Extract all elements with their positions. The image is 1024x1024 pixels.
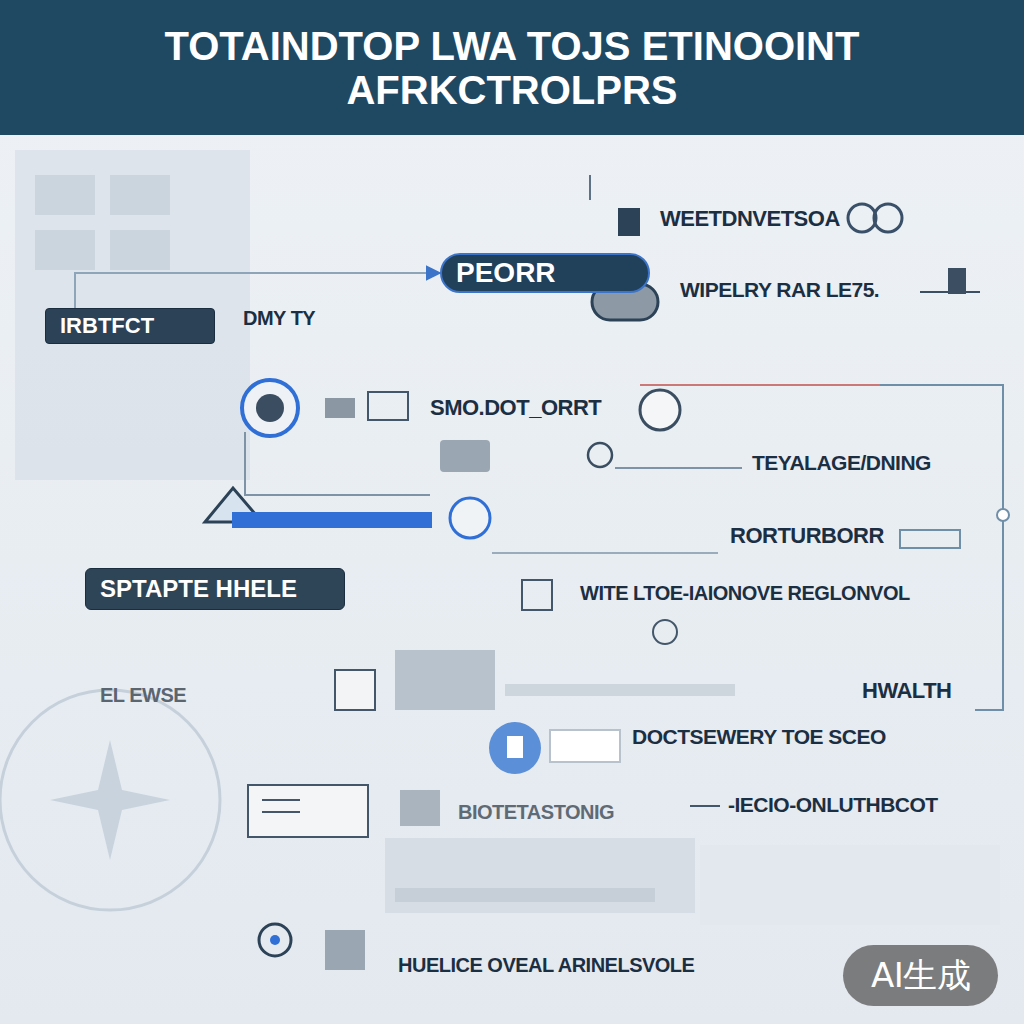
small-icon [270, 935, 280, 945]
leader-line [492, 552, 718, 554]
building-window [35, 175, 95, 215]
small-icon [259, 924, 291, 956]
device-icon [440, 440, 490, 472]
underline-stroke [920, 291, 980, 293]
small-icon [368, 392, 408, 420]
leader-line [245, 432, 430, 495]
furniture-shape [700, 845, 1000, 925]
small-icon [653, 620, 677, 644]
small-box [900, 530, 960, 548]
frame-knob [997, 509, 1009, 521]
small-icon [335, 670, 375, 710]
search-icon [848, 204, 876, 232]
icon-stroke [262, 811, 300, 813]
compass-star [50, 740, 170, 860]
small-icon [450, 498, 490, 538]
search-icon [874, 204, 902, 232]
text-label: WITE LTOE-IAIONOVE REGLONVOL [580, 581, 910, 605]
text-label: -IECIO-ONLUTHBCOT [728, 792, 938, 817]
text-label: DOCTSEWERY TOE SCEO [632, 724, 886, 749]
leader-line [690, 805, 720, 807]
text-label: SMO.DOT_ORRT [430, 395, 601, 421]
accent-line [640, 384, 880, 386]
icon-stroke [589, 175, 591, 200]
pill-box: PEORR [440, 253, 650, 293]
text-label: RORTURBORR [730, 523, 884, 549]
grey-panel [385, 838, 695, 913]
small-icon [948, 268, 966, 294]
leader-line [615, 467, 742, 469]
grey-band [395, 888, 655, 902]
small-box [550, 730, 620, 762]
small-icon [325, 930, 365, 970]
document-icon [618, 208, 640, 236]
box-label: SPTAPTE HHELE [100, 575, 297, 603]
highlight-icon [489, 722, 541, 774]
watermark-badge: AI生成 [843, 945, 998, 1006]
icon-stroke [262, 799, 300, 801]
text-label: HWALTH [862, 678, 951, 704]
highlight-glyph [507, 736, 523, 758]
document-icon [248, 785, 368, 837]
text-label: DMY TY [243, 306, 315, 330]
text-label: BIOTETASTONIG [458, 800, 614, 824]
header-band [0, 0, 1024, 135]
gauge-core [256, 394, 284, 422]
text-label: WIPELRY RAR LE75. [680, 277, 879, 302]
text-label: TEYALAGE/DNING [752, 450, 931, 475]
text-label: EL EWSE [100, 683, 186, 707]
box-label: IRBTFCT [60, 313, 154, 339]
dark-box: SPTAPTE HHELE [85, 568, 345, 610]
building-window [35, 230, 95, 270]
text-label: HUELICE OVEAL ARINELSVOLE [398, 953, 694, 977]
dark-box: IRBTFCT [45, 308, 215, 344]
person-icon [640, 390, 680, 430]
building-backdrop [15, 150, 250, 480]
small-icon [325, 398, 355, 418]
box-label: PEORR [456, 257, 556, 289]
small-icon [400, 790, 440, 826]
text-label: WEETDNVETSOA [660, 206, 840, 232]
device-icon [395, 650, 495, 710]
gauge-icon [242, 380, 298, 436]
blue-bar [232, 512, 432, 528]
building-window [110, 175, 170, 215]
small-icon [522, 580, 552, 610]
title: TOTAINDTOP LWA TOJS ETINOOINT AFRKCTROLP… [162, 24, 862, 112]
grey-band [505, 684, 735, 696]
frame-line [880, 385, 1003, 710]
building-window [110, 230, 170, 270]
small-icon [588, 443, 612, 467]
compass-ring [0, 690, 220, 910]
connector [75, 273, 440, 308]
